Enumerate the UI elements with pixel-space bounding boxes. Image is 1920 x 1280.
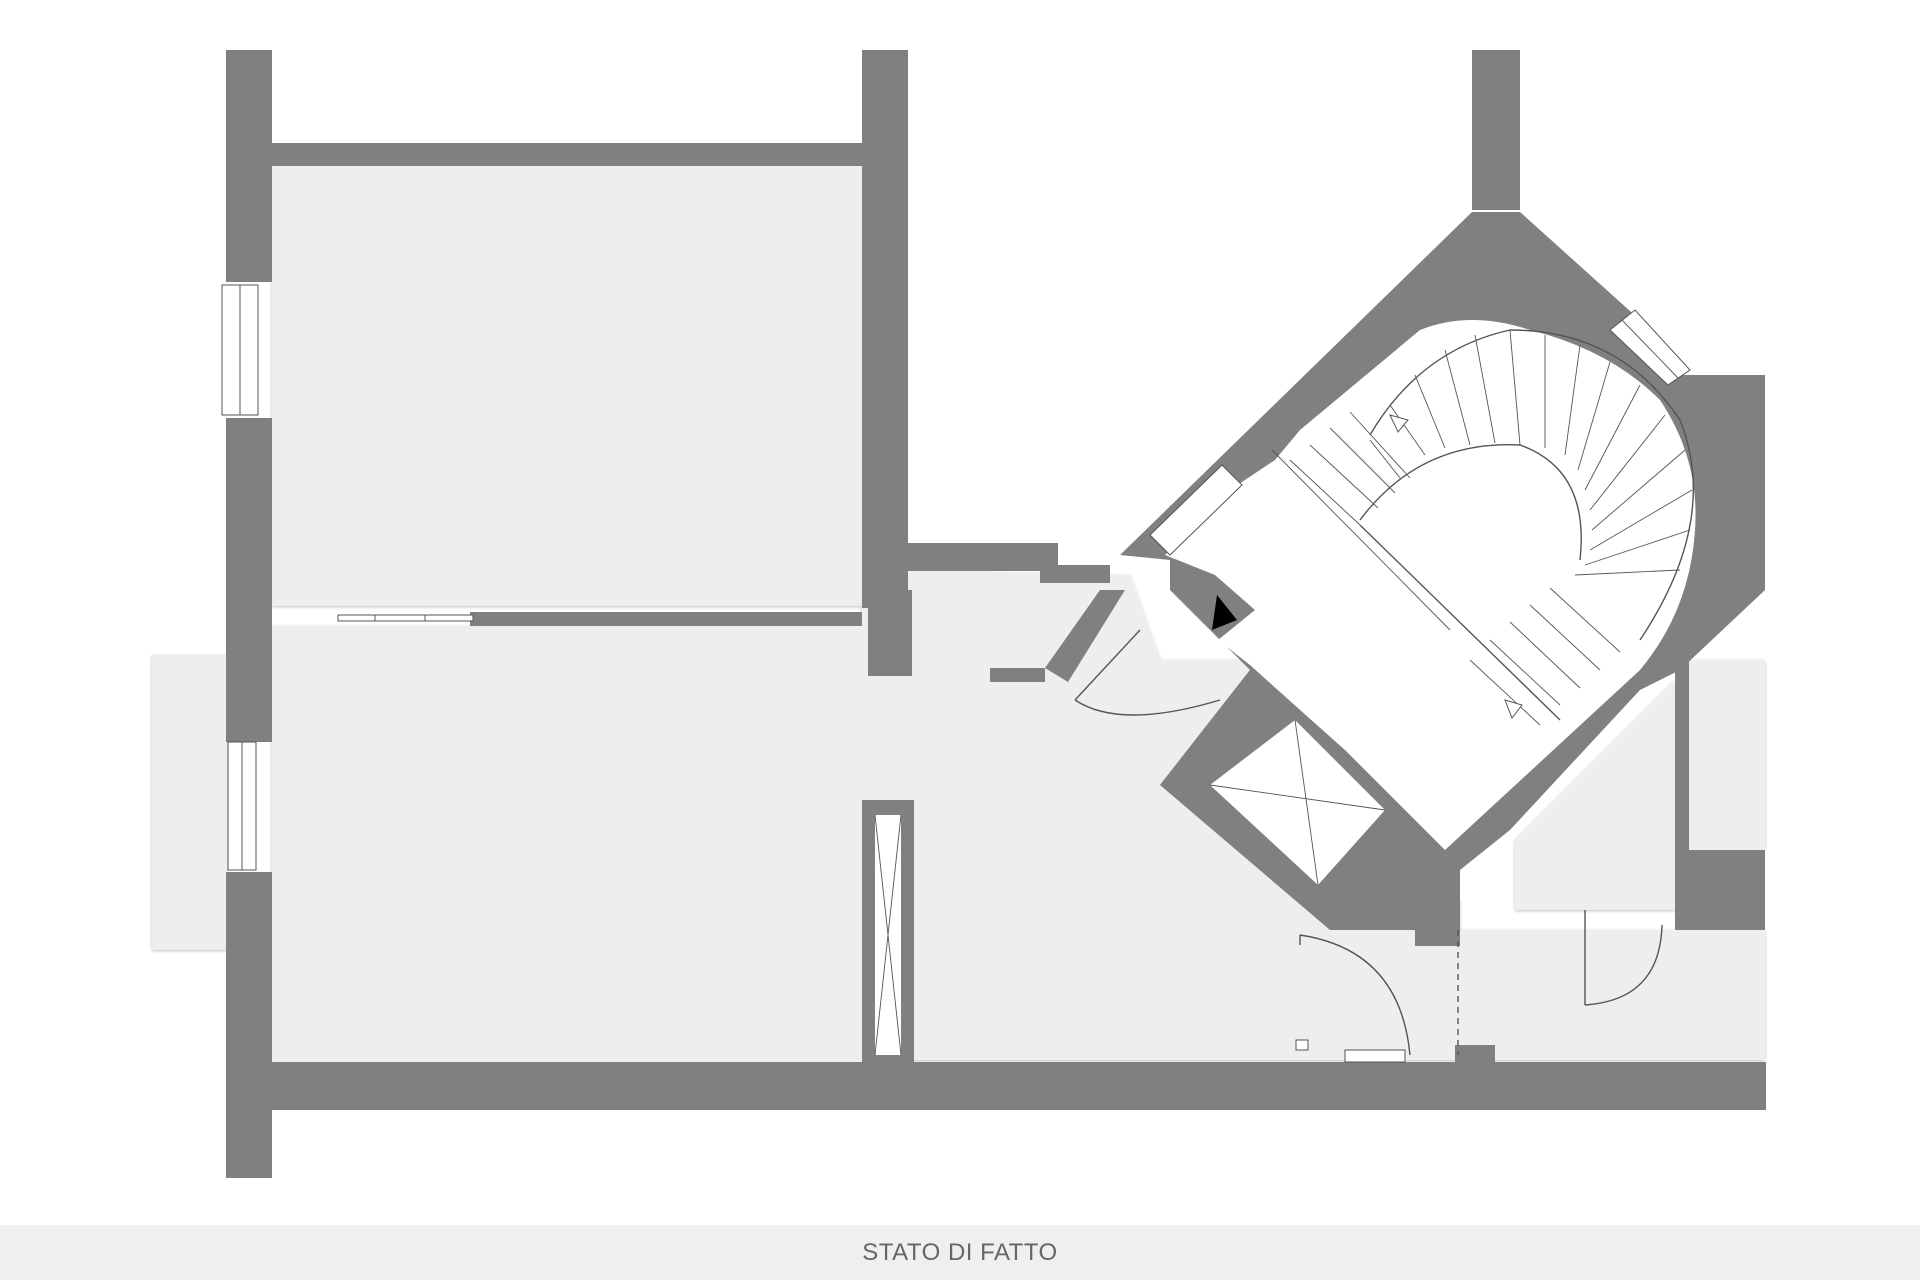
elevator-shaft-group: [1160, 670, 1390, 886]
wall-bottom-post: [1455, 1045, 1495, 1065]
wall-vestibule-step: [1040, 565, 1110, 583]
window-bottom: [1344, 1049, 1406, 1063]
vestibule: [876, 570, 1160, 660]
door-right-room: [1584, 910, 1663, 1006]
wall-vestibule-door: [990, 668, 1045, 682]
window-bottom-small: [1295, 1039, 1309, 1051]
caption-bar: STATO DI FATTO: [0, 1225, 1920, 1280]
wall-vestibule-top: [908, 543, 1058, 571]
stair-treads: [1289, 329, 1693, 726]
staircase: [1271, 329, 1694, 726]
wall-right-block: [1675, 850, 1765, 930]
wardrobe: [862, 800, 914, 1062]
small-room-right: [1515, 680, 1675, 910]
stair-outer-curve: [1369, 329, 1694, 641]
doors: [1074, 629, 1663, 1056]
arrow-outline-icon: [1389, 414, 1409, 433]
wall-vertical-center: [862, 50, 908, 608]
stair-hall-interior: [1165, 320, 1696, 850]
room-bottom-right: [1460, 930, 1765, 1060]
wall-right-column: [1675, 660, 1689, 850]
room-top-left: [272, 166, 862, 606]
black-triangle-icon: [1212, 595, 1237, 630]
wall-bottom: [226, 1062, 1766, 1110]
wall-top: [272, 143, 872, 166]
door-lobby: [1299, 934, 1411, 1056]
side-room-right: [1690, 660, 1765, 850]
windows: [221, 284, 1406, 1063]
wall-left-upper: [226, 50, 272, 282]
balcony: [152, 655, 227, 950]
wall-left-lower: [226, 872, 272, 1178]
stair-flight-edge: [1359, 524, 1561, 721]
crossed-box-icon: [1209, 784, 1386, 811]
arrow-outline-icon-lower: [1504, 699, 1523, 720]
wall-left-mid: [226, 418, 272, 742]
floor-plan: [152, 50, 1766, 1178]
tower-window-left: [1149, 464, 1243, 556]
plan-caption: STATO DI FATTO: [862, 1238, 1058, 1266]
wall-vestibule-left: [868, 590, 912, 676]
wall-partition: [470, 612, 862, 626]
wall-vestibule-diagonal: [1045, 590, 1125, 682]
window-partition-sliding: [337, 614, 474, 622]
elevator-shaft: [1210, 720, 1385, 885]
tower-window: [1609, 309, 1691, 386]
room-bottom-left: [272, 626, 862, 1062]
wall-lobby-post: [1415, 928, 1460, 946]
wall-right-tower: [1472, 50, 1520, 210]
door-vestibule: [1074, 629, 1221, 716]
